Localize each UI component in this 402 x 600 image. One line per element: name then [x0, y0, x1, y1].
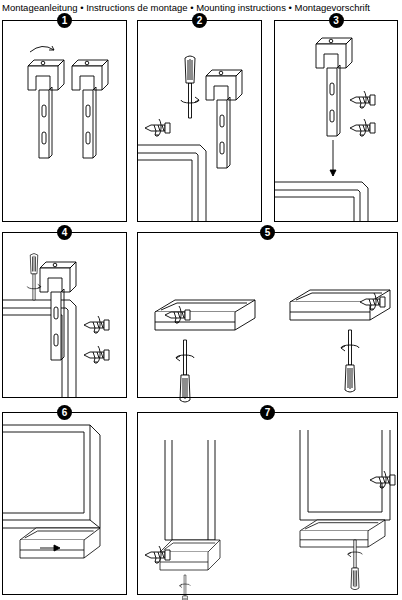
panel-2-art: [137, 56, 242, 222]
panel-5-art: [290, 290, 390, 320]
panel-3-art: [350, 119, 375, 136]
panel-5-art: [155, 300, 255, 330]
step-number: 3: [329, 13, 344, 28]
panel-4-art: [27, 254, 41, 301]
panel-2-art: [181, 56, 199, 118]
panel-5-art: [176, 340, 194, 402]
panel-5-art: [155, 290, 390, 402]
panel-6-art: [2, 432, 84, 513]
panel-4-art: [40, 262, 76, 360]
panel-7-art: [145, 430, 395, 600]
panel-3-art: [330, 170, 336, 176]
panel-3-art: [274, 38, 375, 222]
panel-4-art: [2, 254, 109, 399]
panel-3-art: [316, 38, 352, 136]
panel-5-art: [341, 330, 359, 392]
panel-5-art: [360, 293, 385, 310]
panel-4-art: [84, 316, 109, 333]
panel-4-art: [2, 300, 76, 398]
step-number: 4: [57, 225, 72, 240]
step-panel: 7: [137, 412, 398, 595]
panel-2-art: [137, 153, 198, 222]
step-panel: 3: [274, 20, 398, 222]
panel-6-art: [20, 528, 100, 558]
panel-6-art: [90, 425, 100, 528]
panel-6-art: [54, 545, 60, 551]
panel-1-art: [72, 60, 108, 158]
panel-7-art: [348, 540, 362, 590]
panel-3-art: [274, 190, 360, 222]
panel-7-art: [180, 575, 191, 600]
panel-2-art: [137, 160, 192, 222]
panel-1-art: [28, 46, 108, 158]
panel-1-art: [30, 46, 54, 52]
step-panel: 6: [2, 412, 127, 595]
panel-1-art: [49, 46, 54, 50]
panel-1-art: [28, 60, 64, 158]
sheet-title: Montageanleitung • Instructions de monta…: [2, 2, 370, 13]
panel-2-art: [145, 119, 170, 136]
panel-2-art: [137, 145, 206, 222]
panel-6-art: [2, 425, 90, 520]
step-number: 7: [260, 405, 275, 420]
step-panel: 2: [137, 20, 262, 222]
panel-7-art: [300, 430, 390, 520]
panel-7-art: [370, 471, 395, 488]
panel-4-art: [84, 346, 109, 363]
panel-5-art: [165, 306, 190, 323]
panel-7-art: [300, 520, 385, 547]
step-number: 5: [260, 225, 275, 240]
step-number: 1: [57, 13, 72, 28]
panel-3-art: [274, 197, 354, 222]
step-panel: 1: [2, 20, 127, 222]
panel-2-art: [206, 70, 242, 168]
panel-7-art: [165, 440, 215, 540]
step-panel: 5: [137, 232, 398, 398]
step-panel: 4: [2, 232, 127, 398]
panel-6-art: [2, 425, 100, 558]
panel-3-art: [274, 182, 368, 222]
step-number: 2: [192, 13, 207, 28]
step-number: 6: [57, 405, 72, 420]
panel-7-art: [145, 546, 170, 563]
panel-3-art: [350, 91, 375, 108]
